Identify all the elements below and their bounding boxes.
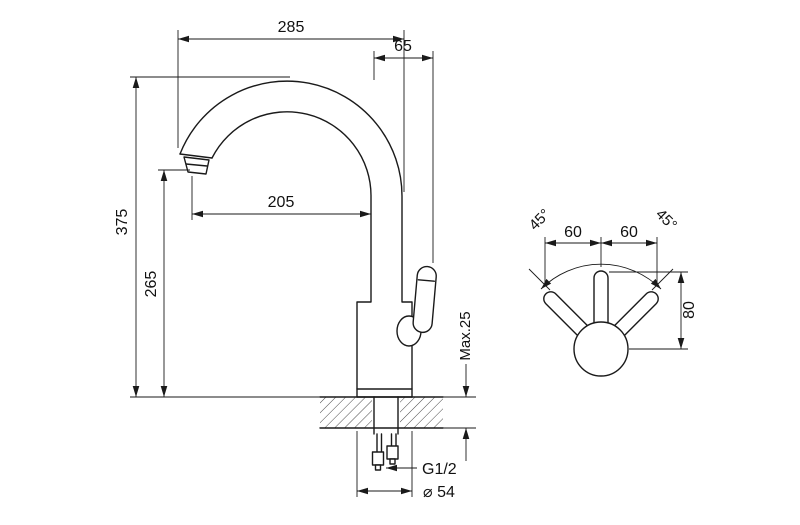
aerator-seam bbox=[185, 163, 208, 167]
dim-left-span: 60 bbox=[564, 224, 582, 241]
supply-hoses bbox=[371, 433, 399, 471]
hose-fitting-left bbox=[371, 451, 385, 466]
dim-overall-height: 375 bbox=[114, 209, 131, 236]
aerator-tip bbox=[183, 156, 210, 175]
hose-fitting-right bbox=[386, 445, 399, 460]
dim-spout-height: 265 bbox=[143, 271, 160, 298]
countertop-hatch-right bbox=[400, 397, 443, 428]
faucet-body-top bbox=[573, 321, 629, 377]
dim-handle-offset: 65 bbox=[394, 38, 412, 55]
countertop-hatch-left bbox=[320, 397, 372, 428]
handle-cap-line bbox=[417, 279, 436, 282]
spout-outer-profile bbox=[179, 80, 413, 398]
side-view-dimensions: 285 65 375 265 205 Max.25 G1/2 ⌀ 54 bbox=[114, 19, 476, 501]
dim-spout-reach: 205 bbox=[268, 194, 295, 211]
dim-base-diameter: ⌀ 54 bbox=[423, 484, 455, 501]
spout-end-line bbox=[179, 153, 213, 159]
dim-left-angle: 45° bbox=[526, 206, 554, 234]
dim-right-angle: 45° bbox=[652, 206, 680, 234]
dim-overall-reach: 285 bbox=[278, 19, 305, 36]
faucet-side-view bbox=[179, 80, 444, 471]
spout-inner-profile bbox=[211, 111, 372, 398]
handle-rotation-view bbox=[543, 270, 659, 377]
handle-lever bbox=[412, 265, 437, 334]
dim-max-deck-thickness: Max.25 bbox=[457, 311, 474, 360]
dim-right-span: 60 bbox=[620, 224, 638, 241]
handle-lever-body bbox=[412, 265, 437, 334]
dim-handle-length: 80 bbox=[681, 301, 698, 319]
dim-thread-size: G1/2 bbox=[422, 461, 457, 478]
